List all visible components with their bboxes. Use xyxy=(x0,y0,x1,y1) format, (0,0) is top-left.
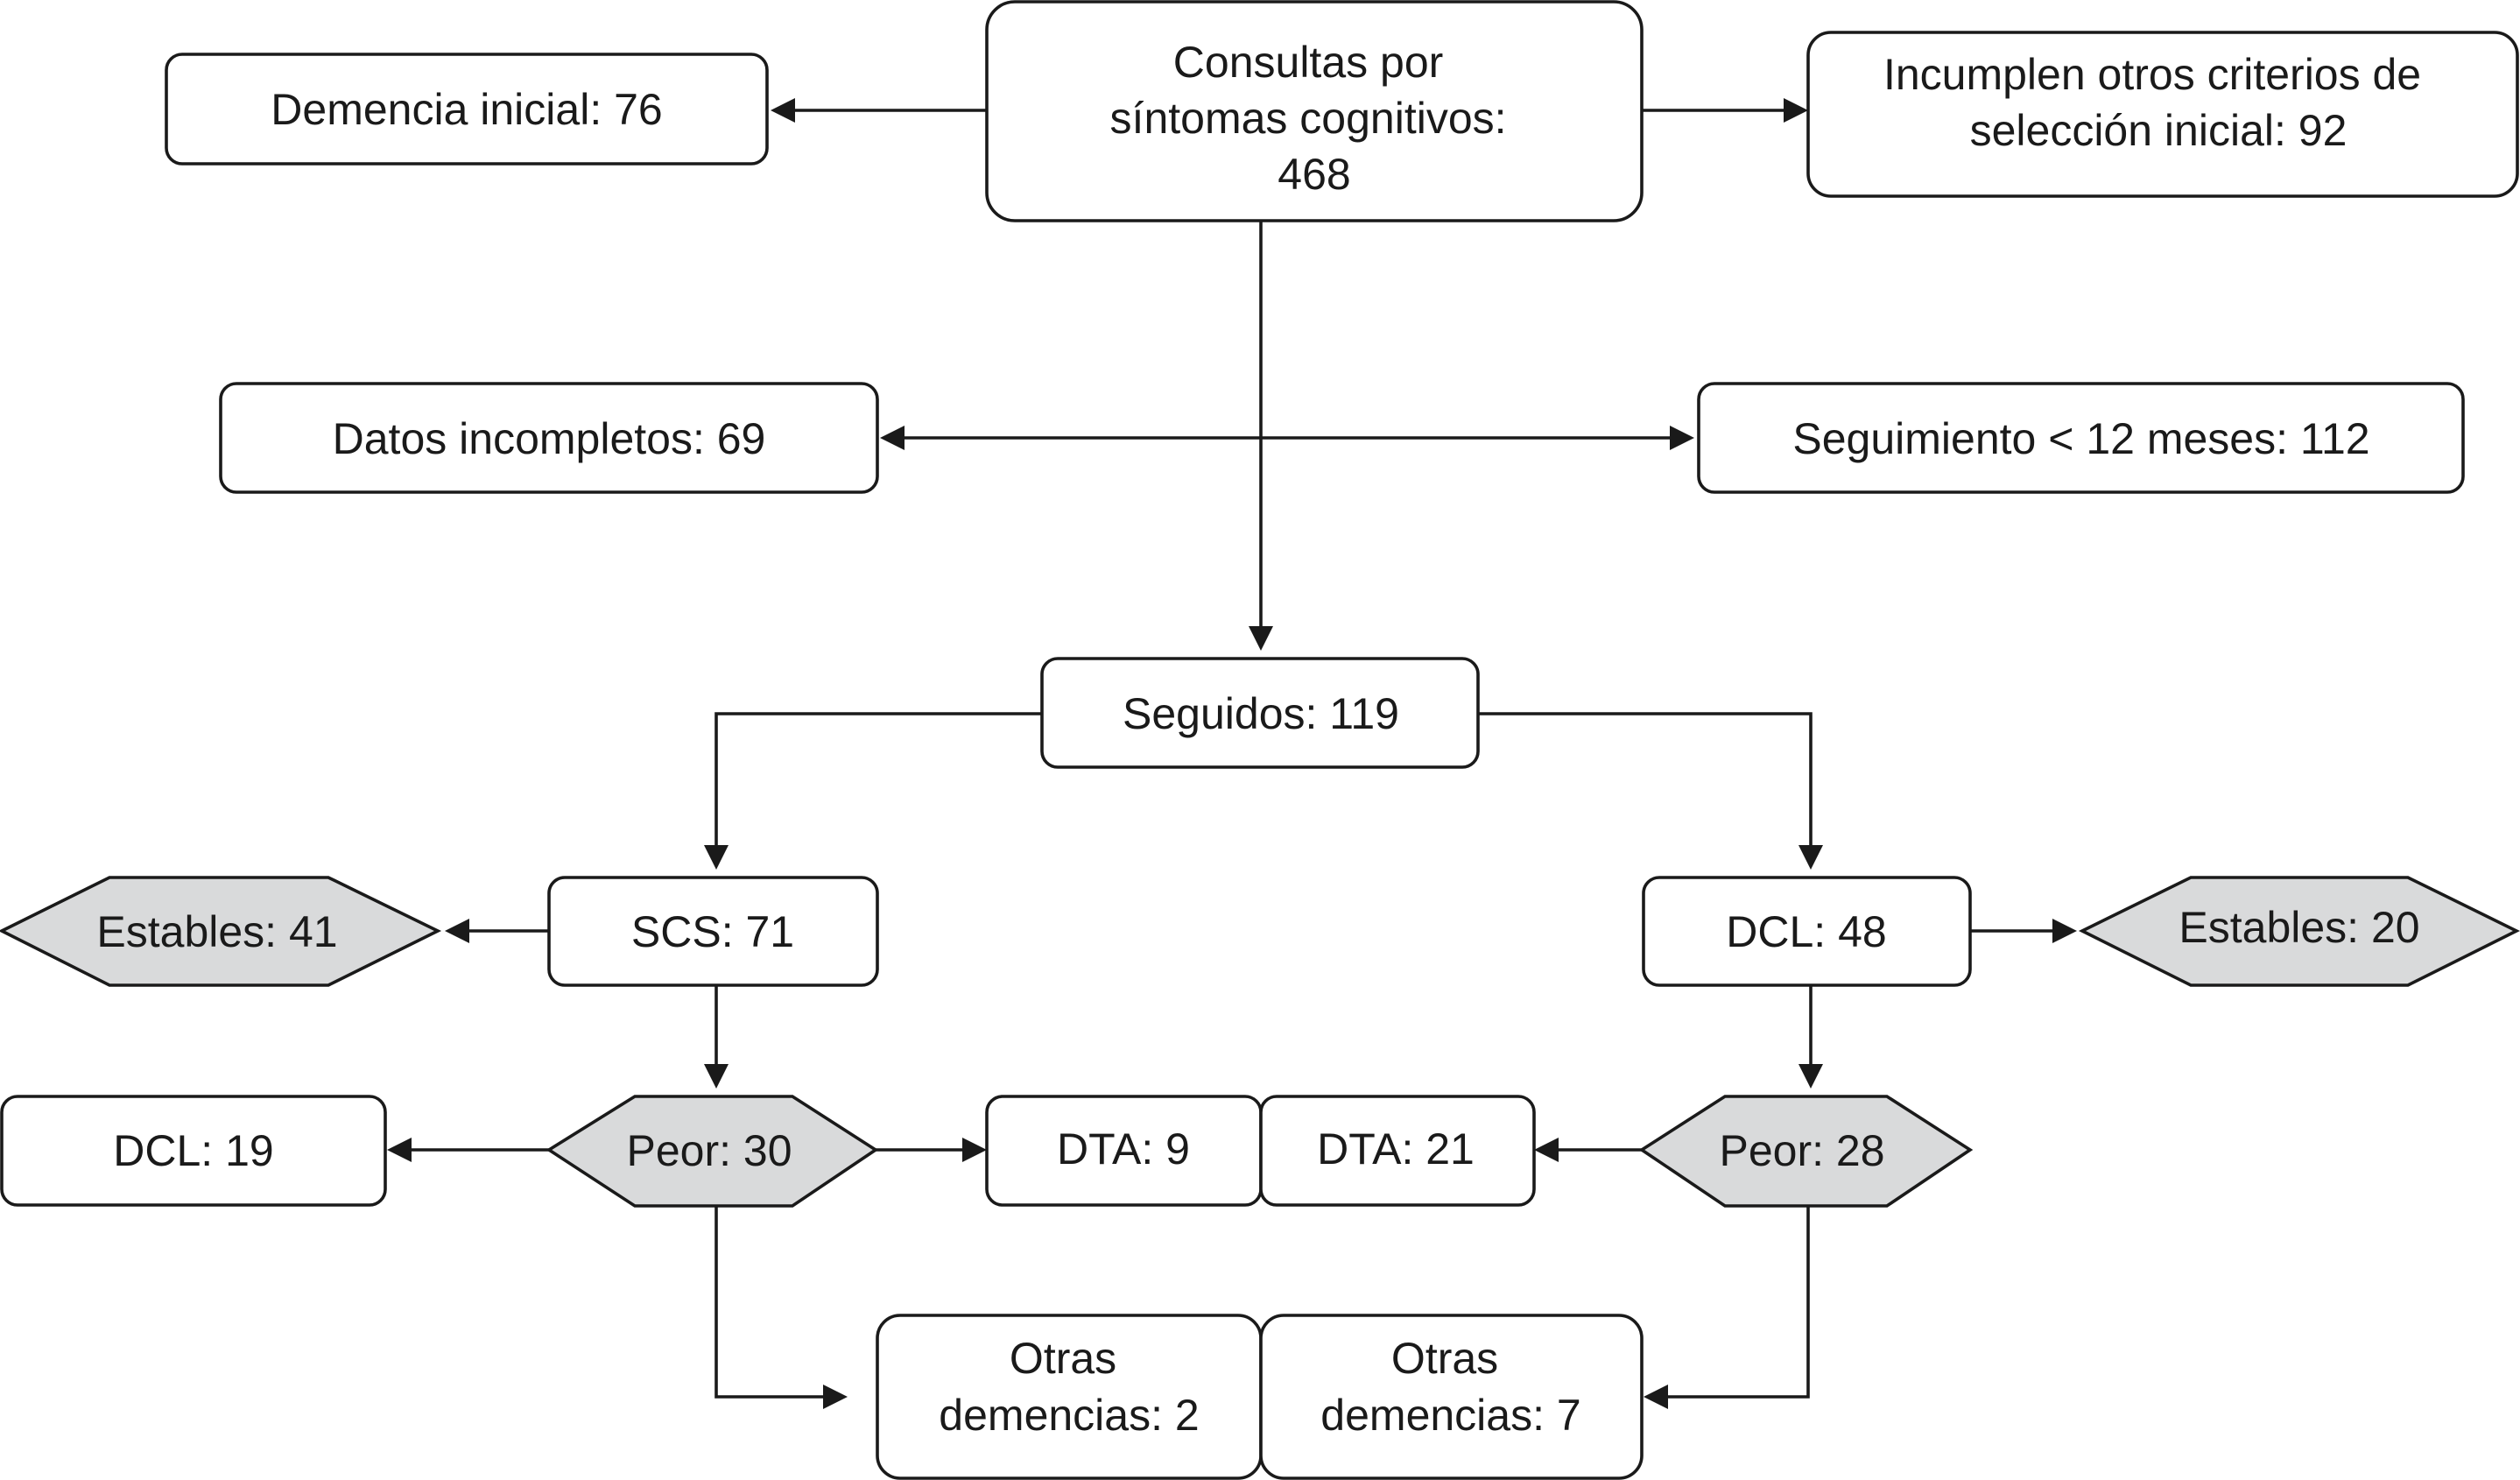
node-peor-30-hexagon xyxy=(546,1095,879,1208)
connector-seguidos-scs xyxy=(714,712,1042,845)
node-peor-28-hexagon xyxy=(1638,1095,1974,1208)
node-dcl-19-label: DCL: 19 xyxy=(113,1126,273,1175)
arrowhead-scs xyxy=(704,845,729,870)
node-consultas-label: Consultas por síntomas cognitivos: 468 xyxy=(1110,38,1519,199)
node-consultas: Consultas por síntomas cognitivos: 468 xyxy=(985,0,1644,222)
node-estables-20: Estables: 20 xyxy=(2078,876,2520,987)
arrowhead-dcl48 xyxy=(1798,845,1823,870)
node-estables-41-hexagon xyxy=(0,876,442,987)
node-seguimiento: Seguimiento < 12 meses: 112 xyxy=(1697,382,2465,494)
node-demencia-inicial: Demencia inicial: 76 xyxy=(165,53,769,166)
arrowhead-peor30 xyxy=(704,1064,729,1089)
node-otras-demencias-7-box xyxy=(1259,1314,1644,1480)
node-estables-41: Estables: 41 xyxy=(0,876,442,987)
arrowhead-demencia xyxy=(771,98,795,123)
node-scs-label: SCS: 71 xyxy=(631,907,794,956)
node-dta-21-label: DTA: 21 xyxy=(1317,1124,1475,1173)
arrowhead-dcl19 xyxy=(387,1138,412,1162)
node-incumplen-box xyxy=(1806,31,2519,198)
node-peor-28-label: Peor: 28 xyxy=(1719,1126,1884,1175)
node-datos-incompletos: Datos incompletos: 69 xyxy=(219,382,879,494)
node-estables-20-label: Estables: 20 xyxy=(2179,903,2419,952)
connector-peor28-otras7 xyxy=(1668,1206,1810,1399)
node-demencia-inicial-label: Demencia inicial: 76 xyxy=(271,85,662,134)
arrowhead-seguimiento xyxy=(1670,426,1694,450)
node-peor-30: Peor: 30 xyxy=(546,1095,879,1208)
node-scs-box xyxy=(547,876,879,987)
arrowhead-dta21 xyxy=(1534,1138,1559,1162)
node-incumplen-label: Incumplen otros criterios de selección i… xyxy=(1883,50,2433,155)
node-estables-41-label: Estables: 41 xyxy=(96,907,337,956)
node-estables-20-hexagon xyxy=(2078,876,2520,987)
arrowhead-estables41 xyxy=(445,919,469,943)
node-scs: SCS: 71 xyxy=(547,876,879,987)
connector-peor30-otras2 xyxy=(714,1206,823,1399)
node-datos-incompletos-box xyxy=(219,382,879,494)
node-seguimiento-label: Seguimiento < 12 meses: 112 xyxy=(1792,414,2369,463)
arrowhead-seguidos xyxy=(1249,626,1273,651)
arrowhead-estables20 xyxy=(2052,919,2077,943)
node-dcl-48-label: DCL: 48 xyxy=(1726,907,1886,956)
node-dta-9: DTA: 9 xyxy=(985,1095,1263,1207)
node-dcl-19: DCL: 19 xyxy=(0,1095,387,1207)
arrowhead-otras7 xyxy=(1644,1385,1668,1409)
arrowhead-otras2 xyxy=(823,1385,848,1409)
node-consultas-box xyxy=(985,0,1644,222)
node-dcl-48-box xyxy=(1642,876,1972,987)
node-dta-21-box xyxy=(1259,1095,1536,1207)
node-dcl-48: DCL: 48 xyxy=(1642,876,1972,987)
node-otras-demencias-7: Otras demencias: 7 xyxy=(1259,1314,1644,1480)
node-seguimiento-box xyxy=(1697,382,2465,494)
arrowhead-peor28 xyxy=(1798,1064,1823,1089)
node-otras-demencias-2: Otras demencias: 2 xyxy=(876,1314,1263,1480)
node-incumplen: Incumplen otros criterios de selección i… xyxy=(1806,31,2519,198)
node-seguidos-label: Seguidos: 119 xyxy=(1123,689,1399,738)
node-peor-30-label: Peor: 30 xyxy=(626,1126,792,1175)
node-dta-21: DTA: 21 xyxy=(1259,1095,1536,1207)
node-otras-demencias-7-label: Otras demencias: 7 xyxy=(1320,1334,1580,1440)
node-peor-28: Peor: 28 xyxy=(1638,1095,1974,1208)
arrowhead-incumplen xyxy=(1784,98,1808,123)
node-dcl-19-box xyxy=(0,1095,387,1207)
node-dta-9-label: DTA: 9 xyxy=(1057,1124,1190,1173)
connector-seguidos-dcl xyxy=(1478,712,1813,845)
arrowhead-datos xyxy=(880,426,905,450)
node-datos-incompletos-label: Datos incompletos: 69 xyxy=(333,414,766,463)
arrowheads xyxy=(387,98,2077,1409)
node-seguidos-box xyxy=(1040,657,1480,769)
node-demencia-inicial-box xyxy=(165,53,769,166)
node-seguidos: Seguidos: 119 xyxy=(1040,657,1480,769)
arrowhead-dta9 xyxy=(962,1138,987,1162)
node-otras-demencias-2-label: Otras demencias: 2 xyxy=(939,1334,1199,1440)
connectors xyxy=(412,109,2053,1399)
